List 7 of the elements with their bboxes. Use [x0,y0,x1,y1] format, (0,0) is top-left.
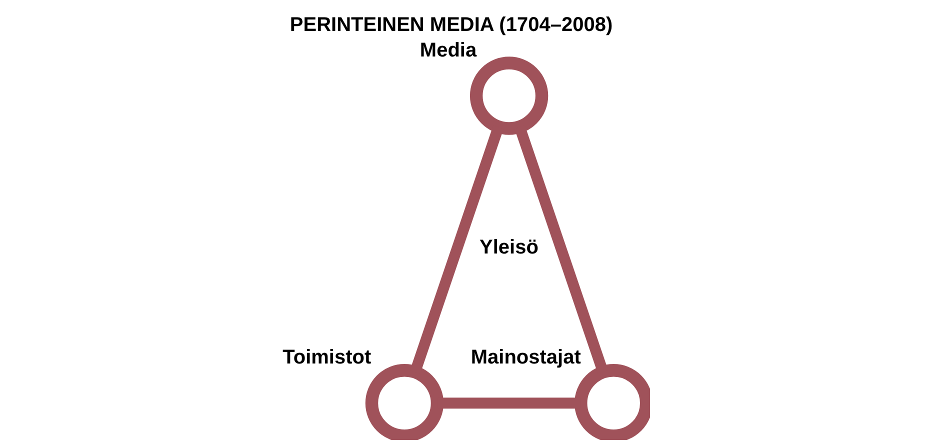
node-label: Media [419,39,476,62]
diagram-title: PERINTEINEN MEDIA (1704–2008) [289,14,612,36]
node-label: Toimistot [282,346,371,369]
node-circle [364,364,444,440]
label: Yleisö [479,236,538,259]
node-circle [469,56,548,135]
node-label: Mainostajat [470,346,580,369]
